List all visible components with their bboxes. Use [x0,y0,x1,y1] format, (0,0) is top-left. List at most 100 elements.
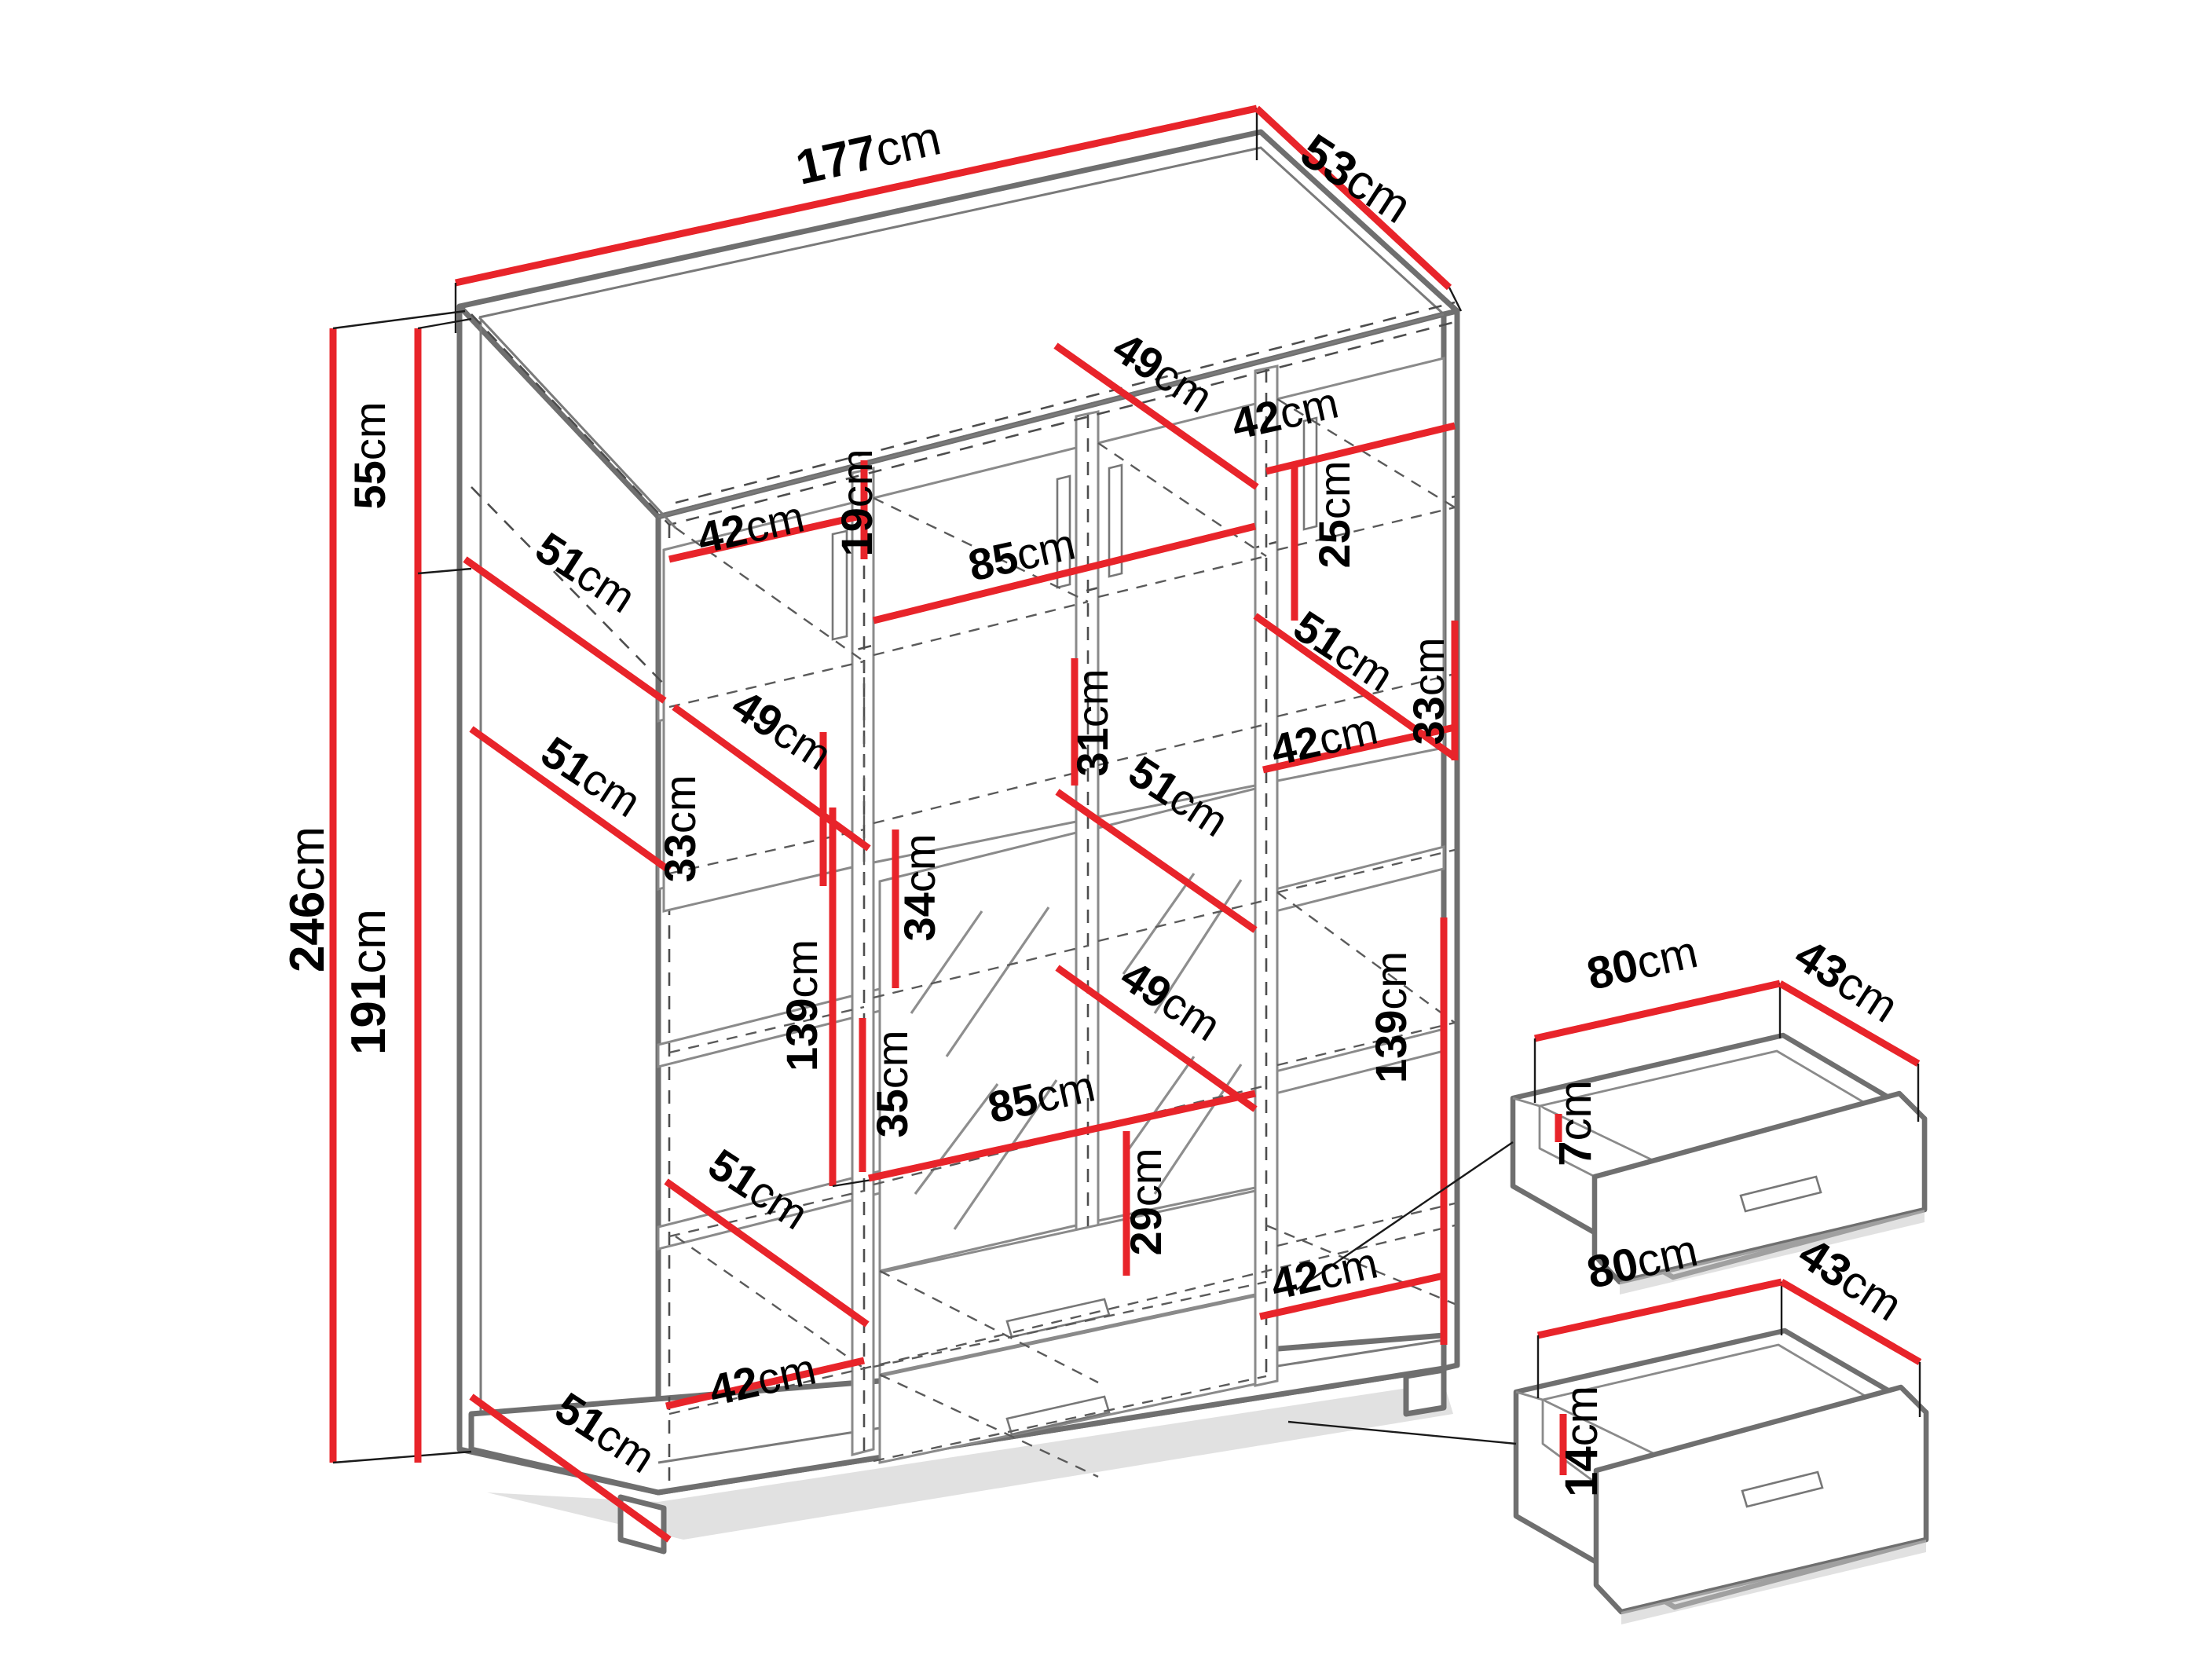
dim-label-base-left-width: 42cm [705,1343,820,1415]
dim-label-left-column-height: 139cm [777,939,826,1071]
leader-shallow-drawer [1295,1141,1514,1291]
drawer-handle-lower[interactable] [1005,1395,1111,1436]
dimline-overall-depth [1254,105,1452,291]
handle-upper-mid-a[interactable] [1056,474,1071,589]
svg-text:35cm: 35cm [867,1031,917,1138]
upper-door-handles[interactable] [831,416,1318,641]
svg-text:80cm: 80cm [1583,926,1703,1000]
drawer-front-lower[interactable] [878,1295,1257,1464]
dimline-base-depth [469,1393,672,1543]
dim-label-top-left-shelf-width-value: 42 [693,504,751,563]
upper-door-mid-r[interactable] [1097,402,1257,819]
handle-upper-mid-b[interactable] [1108,463,1123,578]
dim-label-shelf-gap-1-unit: cm [895,834,944,893]
dim-label-shallow-drawer-width-value: 80 [1583,939,1643,1000]
dim-label-shelf-gap-1: 34cm [895,834,944,942]
dim-label-shallow-drawer-height: 7cm [1550,1080,1601,1166]
svg-text:43cm: 43cm [1789,1228,1910,1331]
glass-door-left[interactable] [878,831,1078,1273]
svg-text:42cm: 42cm [693,491,808,562]
dim-label-mid-glass-height-value: 31 [1068,727,1117,776]
svg-text:33cm: 33cm [1404,638,1453,745]
upper-door-left[interactable] [662,501,854,913]
svg-text:139cm: 139cm [1366,951,1415,1083]
dim-label-right-divider-height-unit: cm [1404,638,1453,697]
glass-door-right[interactable] [1097,787,1257,1222]
dimline-shallow-drawer-width [1534,980,1781,1042]
cabinet-drawer-fronts[interactable] [878,1189,1257,1464]
dim-label-deep-drawer-height-unit: cm [1556,1386,1607,1446]
dim-label-mid-glass-height: 31cm [1068,669,1117,777]
svg-text:42cm: 42cm [1266,703,1382,775]
svg-text:246cm: 246cm [280,826,335,972]
svg-text:7cm: 7cm [1550,1080,1601,1166]
dim-label-shallow-drawer-width: 80cm [1583,926,1703,1000]
dim-label-right-divider-height: 33cm [1404,638,1453,745]
dim-label-top-center-width-value: 85 [964,532,1022,591]
dimline-mid-center-depth [1055,789,1258,933]
dimline-top-right-depth [1053,342,1259,490]
dim-label-top-right-height-unit: cm [1309,461,1359,520]
dim-label-mid-right-width-value: 42 [1266,716,1324,775]
dimension-lines [329,104,1463,1543]
dim-label-mid-right-width: 42cm [1266,703,1382,775]
svg-text:85cm: 85cm [964,518,1079,590]
dim-label-deep-drawer-width: 80cm [1583,1225,1703,1298]
shallow-drawer-handle[interactable] [1739,1175,1822,1213]
svg-text:34cm: 34cm [895,834,944,942]
dim-label-body-height-value: 191 [342,974,396,1055]
dim-label-right-column-height-unit: cm [1366,951,1415,1010]
dim-label-top-left-shelf-width: 42cm [693,491,808,562]
dim-label-top-section-height: 55cm [345,402,394,510]
shallow-drawer-illustration [1295,980,1928,1295]
upper-doors[interactable] [662,357,1445,913]
svg-text:80cm: 80cm [1583,1225,1703,1298]
dimline-shallow-drawer-depth [1778,980,1921,1067]
dim-label-mid-left-bay-height-value: 33 [655,833,705,882]
dim-label-overall-height-value: 246 [280,892,335,972]
dim-label-shelf-gap-2-unit: cm [867,1031,917,1090]
svg-text:139cm: 139cm [777,939,826,1071]
dim-label-overall-width-value: 177 [791,125,882,196]
dim-label-top-right-height-value: 25 [1309,519,1359,568]
dim-label-low-center-width-value: 85 [983,1074,1042,1133]
dim-label-deep-drawer-width-value: 80 [1583,1238,1643,1298]
dim-label-left-column-height-unit: cm [777,939,826,998]
dim-label-glass-pane-height-unit: cm [1121,1148,1170,1207]
glass-doors[interactable] [878,787,1257,1273]
deep-drawer-handle[interactable] [1741,1470,1824,1508]
dim-label-shelf-gap-1-value: 34 [895,892,944,941]
dim-label-body-height: 191cm [342,909,396,1055]
cabinet-body [456,129,1460,1555]
deep-drawer-illustration [1287,1278,1929,1624]
dim-label-overall-height-unit: cm [280,826,335,892]
dim-label-body-height-unit: cm [342,909,396,974]
svg-text:43cm: 43cm [1785,929,1906,1033]
dimline-mid-left-bay-depth [672,704,871,851]
svg-text:191cm: 191cm [342,909,396,1055]
dimline-top-center-width [872,522,1257,624]
dimline-mid-left-depth [469,726,672,873]
dim-label-top-right-height: 25cm [1309,461,1359,569]
dimline-base-left-width [665,1357,866,1410]
dim-label-top-left-shelf-height: 19cm [832,449,881,557]
dim-label-overall-width-unit: cm [870,111,946,178]
handle-upper-right[interactable] [1302,416,1318,531]
svg-text:19cm: 19cm [832,449,881,557]
dim-label-shallow-drawer-height-value: 7 [1550,1141,1601,1166]
dim-label-left-column-height-value: 139 [777,998,826,1071]
dim-label-right-column-height: 139cm [1366,951,1415,1083]
dim-label-top-section-height-unit: cm [345,402,394,461]
dimline-low-center-width [868,1090,1256,1182]
handle-upper-left[interactable] [831,529,848,641]
upper-door-mid-l[interactable] [872,446,1078,864]
dim-label-base-left-width-value: 42 [705,1357,763,1415]
dim-label-shallow-drawer-height-unit: cm [1550,1080,1601,1141]
dim-label-shallow-drawer-depth: 43cm [1785,929,1906,1033]
svg-text:55cm: 55cm [345,402,394,510]
drawer-front-upper[interactable] [878,1189,1257,1376]
glass-reflections [910,873,1243,1230]
dim-label-top-center-width: 85cm [964,518,1079,590]
leader-deep-drawer [1287,1420,1517,1445]
